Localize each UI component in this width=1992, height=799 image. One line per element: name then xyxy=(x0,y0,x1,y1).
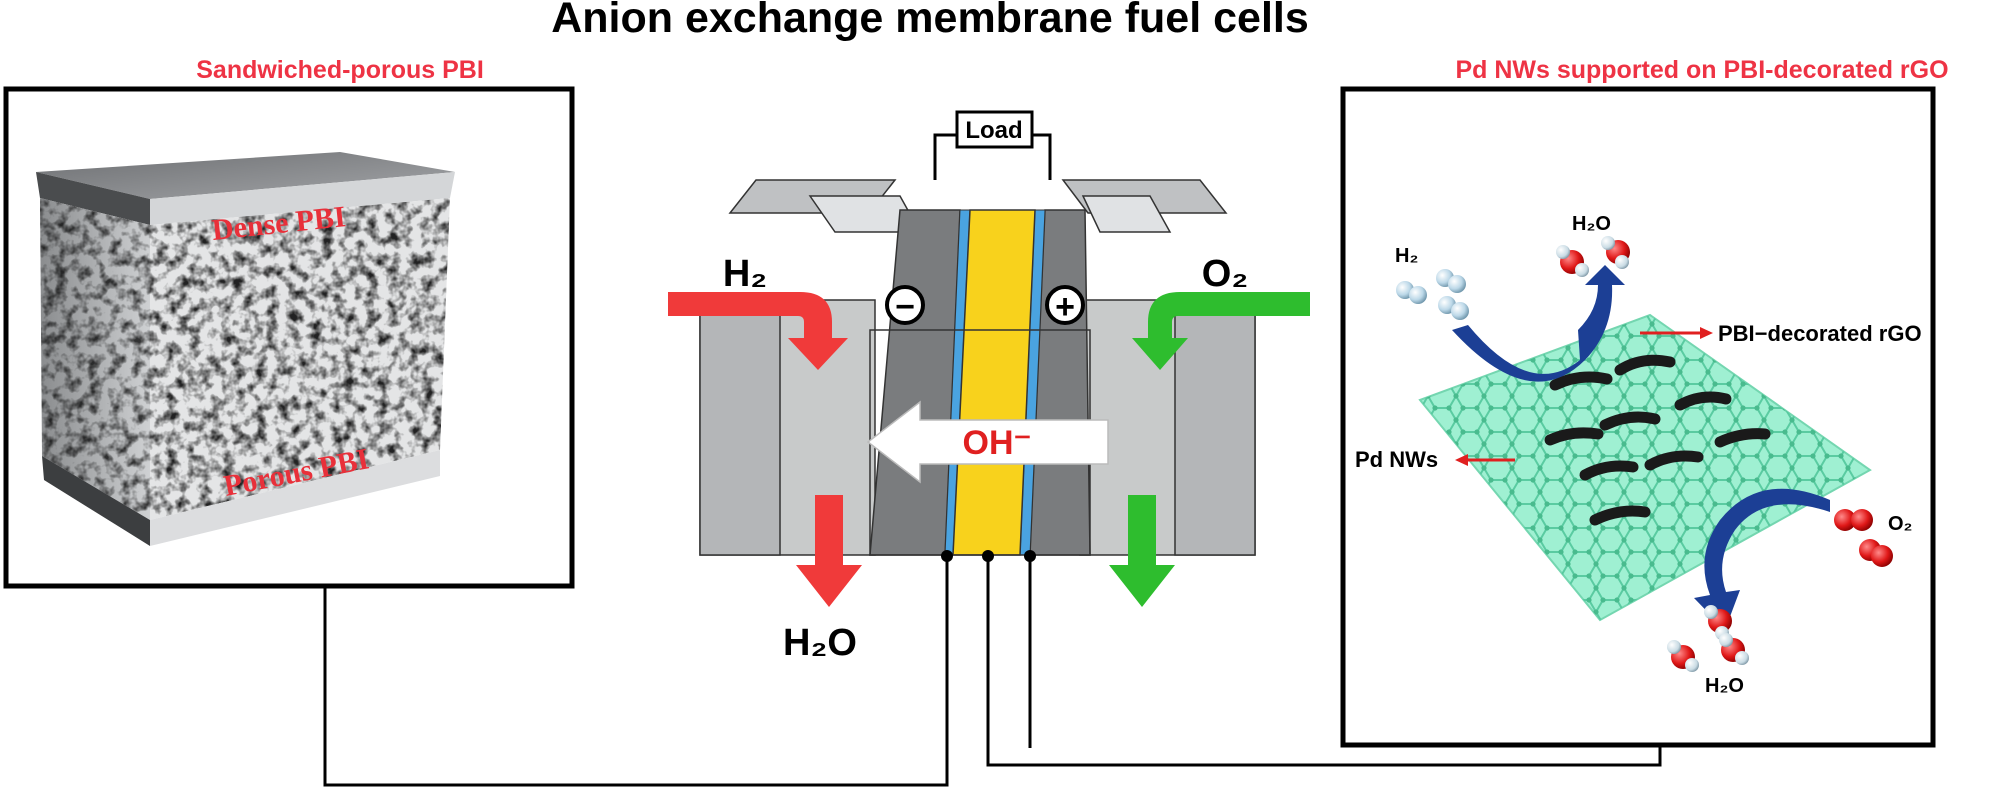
hydroxide-label: OH⁻ xyxy=(963,424,1032,462)
cathode-sign-icon xyxy=(1045,285,1085,325)
load-label: Load xyxy=(965,117,1022,144)
pd-nanowire-9 xyxy=(1589,505,1651,526)
h2o-molecules-top xyxy=(1556,236,1630,277)
o2-inlet-arrow xyxy=(1132,292,1310,370)
h2-molecules xyxy=(1396,269,1469,320)
h2-flow-arrow xyxy=(1452,265,1625,382)
bottom-layer-front xyxy=(42,456,150,546)
anode-sign-icon xyxy=(885,285,925,325)
cathode-slot xyxy=(1081,195,1172,233)
porous-left-texture xyxy=(40,198,150,520)
anode-electrode xyxy=(869,209,961,556)
pd-nanowire-3 xyxy=(1544,427,1604,446)
membrane-cube xyxy=(36,152,455,546)
graphene-lattice xyxy=(1420,315,1870,620)
o2-flow-arrow xyxy=(1694,488,1830,630)
h2o-outlet-arrow xyxy=(796,495,862,607)
pd-nanowire-2 xyxy=(1614,354,1676,376)
fuel-cell: Load − + OH⁻ H₂ xyxy=(668,110,1310,765)
support-pointer-head xyxy=(1700,327,1713,339)
o2-molecule-label: O₂ xyxy=(1888,513,1912,535)
cathode-sign: + xyxy=(1055,288,1075,326)
h2o-bottom-label: H₂O xyxy=(1705,675,1744,697)
connector-left xyxy=(323,586,949,787)
pd-nanowire-1 xyxy=(1549,371,1613,391)
pd-nanowire-4 xyxy=(1599,411,1661,431)
pd-nanowires xyxy=(1544,354,1771,526)
h2o-top-label: H₂O xyxy=(1572,213,1611,235)
left-panel-title: Sandwiched-porous PBI xyxy=(196,56,484,84)
o2-outlet-arrow xyxy=(1109,495,1175,607)
h2o-molecules-bottom xyxy=(1667,605,1749,672)
dense-layer-front xyxy=(36,172,150,225)
h2-inlet-arrow xyxy=(668,292,848,370)
pd-nanowire-7 xyxy=(1644,450,1704,471)
h2o-label: H₂O xyxy=(783,622,857,664)
cube-top-face xyxy=(36,152,455,199)
porous-front-texture xyxy=(150,198,450,520)
pd-nanowire-6 xyxy=(1579,460,1639,481)
pd-nanowire-5 xyxy=(1674,391,1732,411)
hydroxide-arrow xyxy=(866,400,1109,484)
anode-plate-leg xyxy=(699,299,781,556)
right-panel-title: Pd NWs supported on PBI-decorated rGO xyxy=(1455,56,1948,84)
nw-pointer-head xyxy=(1455,454,1468,466)
anode-sign: − xyxy=(895,288,915,326)
connector-right xyxy=(986,740,1662,767)
dense-layer-side xyxy=(150,172,455,225)
h2-molecule-label: H₂ xyxy=(1395,245,1418,267)
cathode-plate-leg xyxy=(1174,299,1256,556)
nw-label: Pd NWs xyxy=(1355,447,1438,472)
right-panel-frame xyxy=(1340,86,1936,748)
pd-nanowire-8 xyxy=(1714,428,1771,448)
o2-label: O₂ xyxy=(1202,253,1248,295)
h2-label: H₂ xyxy=(723,253,767,295)
figure-title: Anion exchange membrane fuel cells xyxy=(551,0,1309,42)
left-panel-frame xyxy=(3,86,575,589)
o2-molecules xyxy=(1834,509,1893,567)
load-box xyxy=(955,110,1034,149)
bottom-layer-side xyxy=(150,450,440,546)
support-label: PBI−decorated rGO xyxy=(1718,321,1922,346)
